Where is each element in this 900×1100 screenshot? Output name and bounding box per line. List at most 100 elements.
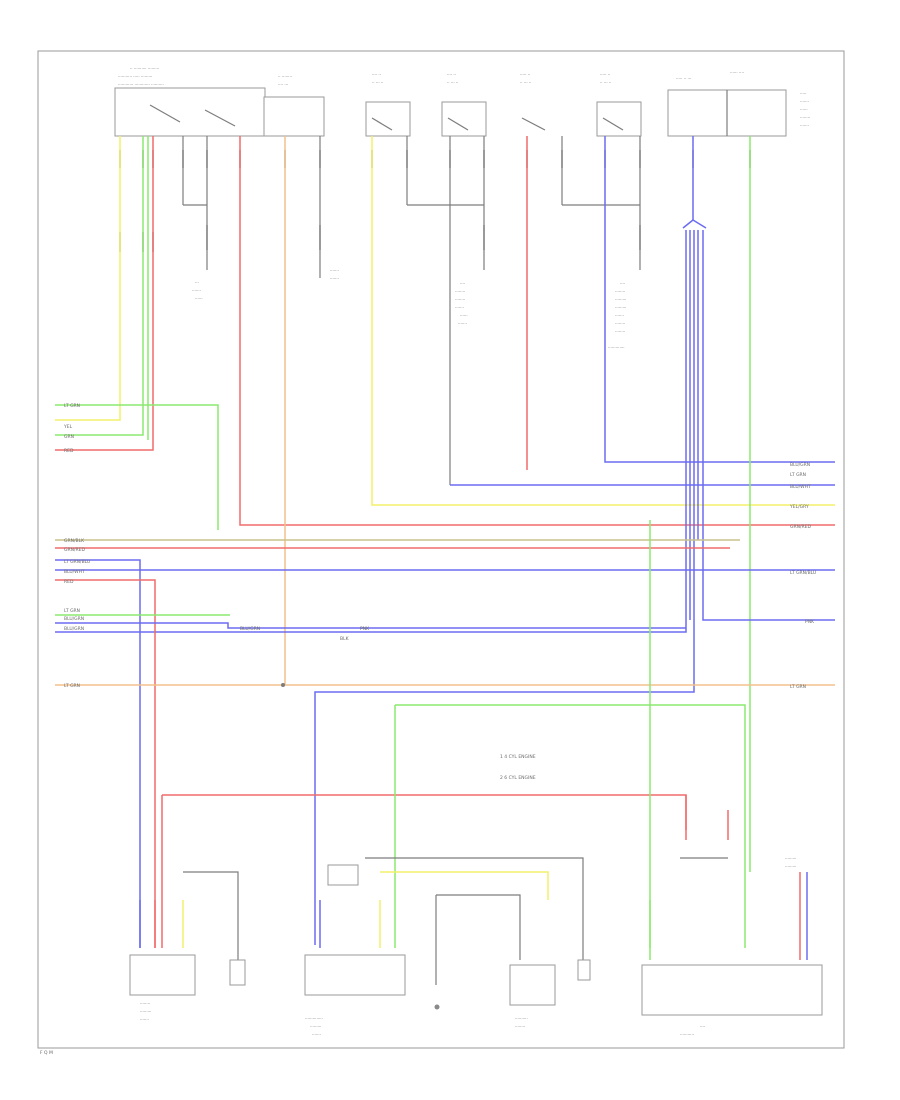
legend: 1 4 CYL ENGINE 2 6 CYL ENGINE — [500, 754, 536, 781]
svg-text:····· ·· ···: ····· ·· ··· — [676, 76, 691, 81]
bottom-connectors — [139, 795, 808, 960]
bottom-left-module — [129, 954, 196, 996]
bottom-right-module — [641, 964, 823, 1016]
svg-text:···· ··: ···· ·· — [372, 72, 381, 77]
right-label-lt-grn: LT GRN — [790, 472, 806, 478]
svg-text:·····: ····· — [800, 91, 806, 96]
blue-bundle — [55, 219, 835, 945]
svg-text:···· ···: ···· ··· — [278, 82, 288, 87]
svg-text:······: ······ — [195, 296, 203, 301]
left-label-blu-grn: BLU/GRN — [64, 616, 84, 622]
right-label-yel-gry: YEL/GRY — [789, 504, 809, 510]
bottom-captions: ········ ········· ······· ·············… — [140, 856, 796, 1037]
left-wire-labels: LT GRN YEL GRN RED GRN/BLK GRN/RED LT GR… — [63, 403, 90, 689]
top-left-switch-box — [114, 87, 266, 137]
svg-text:···: ··· — [195, 280, 199, 285]
top-relay-box — [263, 96, 325, 137]
top-components — [114, 87, 787, 137]
svg-text:····: ···· — [700, 1024, 705, 1029]
diagram-code: F Q M — [40, 1050, 53, 1056]
svg-text:········: ········ — [615, 289, 625, 294]
horizontal-bus — [55, 520, 835, 948]
bottom-gray-lines — [183, 857, 728, 991]
right-label-lt-grn-2: LT GRN — [790, 684, 806, 690]
bottom-switch-box — [509, 964, 556, 1006]
svg-text:·· ··· ··: ·· ··· ·· — [447, 80, 458, 85]
right-wire-labels: BLU/GRN LT GRN BLU/WHT YEL/GRY GRN/RED L… — [789, 462, 816, 690]
right-label-pnk: PNK — [805, 619, 815, 625]
right-label-blu-grn: BLU/GRN — [790, 462, 810, 468]
left-label-red-2: RED — [64, 579, 74, 585]
svg-text:········: ········ — [615, 329, 625, 334]
svg-text:········: ········ — [140, 1001, 150, 1006]
svg-text:········: ········ — [455, 297, 465, 302]
svg-text:·······: ······· — [458, 321, 467, 326]
left-vertical-wires — [55, 136, 219, 530]
left-label-blu-grn-2: BLU/GRN — [64, 626, 84, 632]
svg-text:···· ··: ···· ·· — [447, 72, 456, 77]
svg-text:····· ··: ····· ·· — [520, 72, 530, 77]
right-label-lt-grn-blu: LT GRN/BLU — [790, 570, 816, 576]
svg-text:·······: ······· — [455, 305, 464, 310]
mid-label-blk: BLK — [340, 636, 350, 642]
left-label-grn-red: GRN/RED — [64, 547, 85, 553]
left-label-lt-grn: LT GRN — [64, 403, 80, 409]
svg-text:··············: ·············· — [305, 1016, 323, 1021]
left-label-lt-grn-blu: LT GRN/BLU — [64, 559, 90, 565]
svg-text:·········: ········· — [615, 305, 626, 310]
right-label-grn-red: GRN/RED — [790, 524, 811, 530]
mid-wire-labels: BLU/GRN PNK BLK — [240, 626, 370, 642]
svg-text:·······: ······· — [800, 123, 809, 128]
svg-text:·······: ······· — [800, 99, 809, 104]
left-label-yel: YEL — [63, 424, 73, 430]
left-label-blu-wht: BLU/WHT — [64, 569, 85, 575]
svg-text:·······: ······· — [312, 1032, 321, 1037]
svg-text:·········: ········· — [785, 856, 796, 861]
left-label-lt-grn-3: LT GRN — [64, 683, 80, 689]
left-label-lt-grn-2: LT GRN — [64, 608, 80, 614]
svg-text:······ ····: ······ ···· — [730, 70, 744, 75]
svg-text:·············: ············· — [608, 345, 625, 350]
svg-text:············ ············ ····: ············ ············ ·········· — [118, 82, 164, 87]
legend-line-2: 2 6 CYL ENGINE — [500, 775, 536, 781]
svg-text:····: ···· — [620, 281, 625, 286]
svg-text:········: ········ — [455, 289, 465, 294]
svg-text:·· ··· ··: ·· ··· ·· — [520, 80, 531, 85]
svg-text:······: ······ — [800, 107, 808, 112]
component-captions: ·· ·········· ········· ··········· ····… — [118, 66, 810, 350]
left-label-grn-blk: GRN/BLK — [64, 538, 85, 544]
svg-text:·······: ······· — [615, 313, 624, 318]
svg-text:·······: ······· — [330, 276, 339, 281]
svg-text:····· ··: ····· ·· — [600, 72, 610, 77]
mid-label-pnk: PNK — [360, 626, 370, 632]
svg-text:·· ··· ··: ·· ··· ·· — [600, 80, 611, 85]
small-connector-box — [327, 864, 359, 886]
svg-text:·· ··· ··: ·· ··· ·· — [372, 80, 383, 85]
diagram-frame — [37, 50, 845, 1049]
left-label-grn: GRN — [64, 434, 74, 440]
svg-text:········: ········ — [515, 1024, 525, 1029]
svg-text:·······: ······· — [140, 1017, 149, 1022]
legend-line-1: 1 4 CYL ENGINE — [500, 754, 536, 760]
svg-text:···········: ··········· — [680, 1032, 694, 1037]
connector-ticks — [119, 150, 751, 252]
svg-text:·· ········: ·· ········ — [278, 74, 292, 79]
svg-text:·······: ······· — [330, 268, 339, 273]
svg-text:······: ······ — [460, 313, 468, 318]
svg-text:··········· ····· ·········: ··········· ····· ········· — [118, 74, 152, 79]
svg-text:····: ···· — [460, 281, 465, 286]
bottom-center-module — [304, 954, 406, 996]
switch-contact-3 — [521, 117, 546, 131]
left-label-red: RED — [64, 448, 74, 454]
svg-text:·········: ········· — [310, 1024, 321, 1029]
svg-text:·········: ········· — [615, 297, 626, 302]
svg-text:··········: ·········· — [515, 1016, 528, 1021]
bottom-components — [129, 683, 823, 1016]
svg-text:·········: ········· — [140, 1009, 151, 1014]
gray-drops — [182, 136, 641, 485]
top-mid-wires — [239, 136, 835, 872]
svg-text:·········: ········· — [785, 864, 796, 869]
svg-text:········: ········ — [615, 321, 625, 326]
